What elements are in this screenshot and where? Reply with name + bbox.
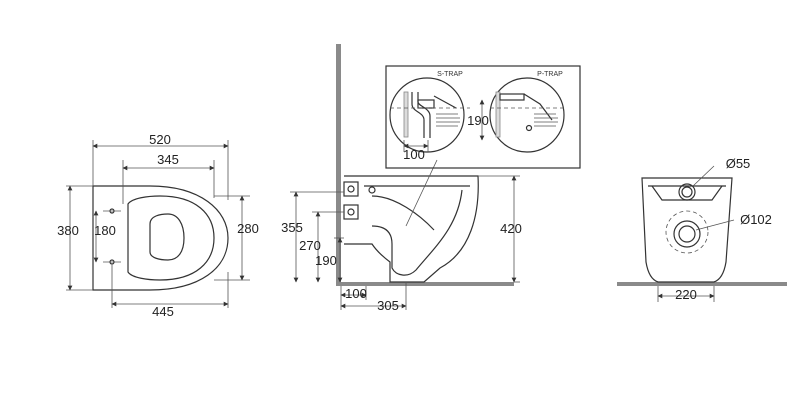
top-view: 520 345 445 380 180 280 (57, 132, 259, 319)
inset-dim-height: 190 (467, 113, 489, 128)
p-trap-detail: P-TRAP (489, 71, 566, 153)
dim-waste-height-p: 270 (299, 238, 321, 253)
rear-floor (617, 282, 787, 286)
dim-s-trap-distance: 305 (377, 298, 399, 313)
dim-overall-width: 380 (57, 223, 79, 238)
pan-body (344, 175, 479, 283)
rear-view: Ø55 Ø102 220 (617, 156, 787, 302)
inset-frame (385, 65, 581, 169)
seat-outline (127, 195, 215, 281)
outlet-outer (673, 220, 701, 248)
side-view: 355 270 190 420 100 305 (281, 44, 522, 313)
dim-fixing-width: 180 (94, 223, 116, 238)
dim-base-length: 445 (152, 304, 174, 319)
dim-wall-offset: 100 (345, 286, 367, 301)
dim-base-width: 220 (675, 287, 697, 302)
floor (336, 282, 514, 286)
outlet-inner (678, 225, 696, 243)
s-trap-detail: S-TRAP (389, 71, 470, 153)
dim-outlet-diameter: Ø102 (740, 212, 772, 227)
inlet-inner (681, 186, 693, 198)
trap-detail-inset: S-TRAP P-TRAP 190 100 (385, 65, 581, 169)
dim-seat-width: 280 (237, 221, 259, 236)
dim-inlet-diameter: Ø55 (726, 156, 751, 171)
dim-overall-height: 420 (500, 221, 522, 236)
s-trap-label: S-TRAP (437, 71, 463, 78)
dim-waste-height-s: 190 (315, 253, 337, 268)
inset-dim-offset: 100 (403, 147, 425, 162)
pan-trap (371, 189, 463, 276)
rear-body-outline (641, 177, 733, 283)
inlet-outer (678, 183, 696, 201)
dim-overall-length: 520 (149, 132, 171, 147)
outlet-dashed (665, 210, 709, 254)
pan-inner (371, 195, 435, 231)
p-trap-label: P-TRAP (537, 71, 563, 78)
wall (336, 44, 341, 284)
dim-fixing-spacing: 345 (157, 152, 179, 167)
rear-inner-recess (651, 185, 723, 201)
bowl-opening (149, 213, 185, 261)
bowl-outline (92, 185, 229, 291)
dim-inlet-height: 355 (281, 220, 303, 235)
